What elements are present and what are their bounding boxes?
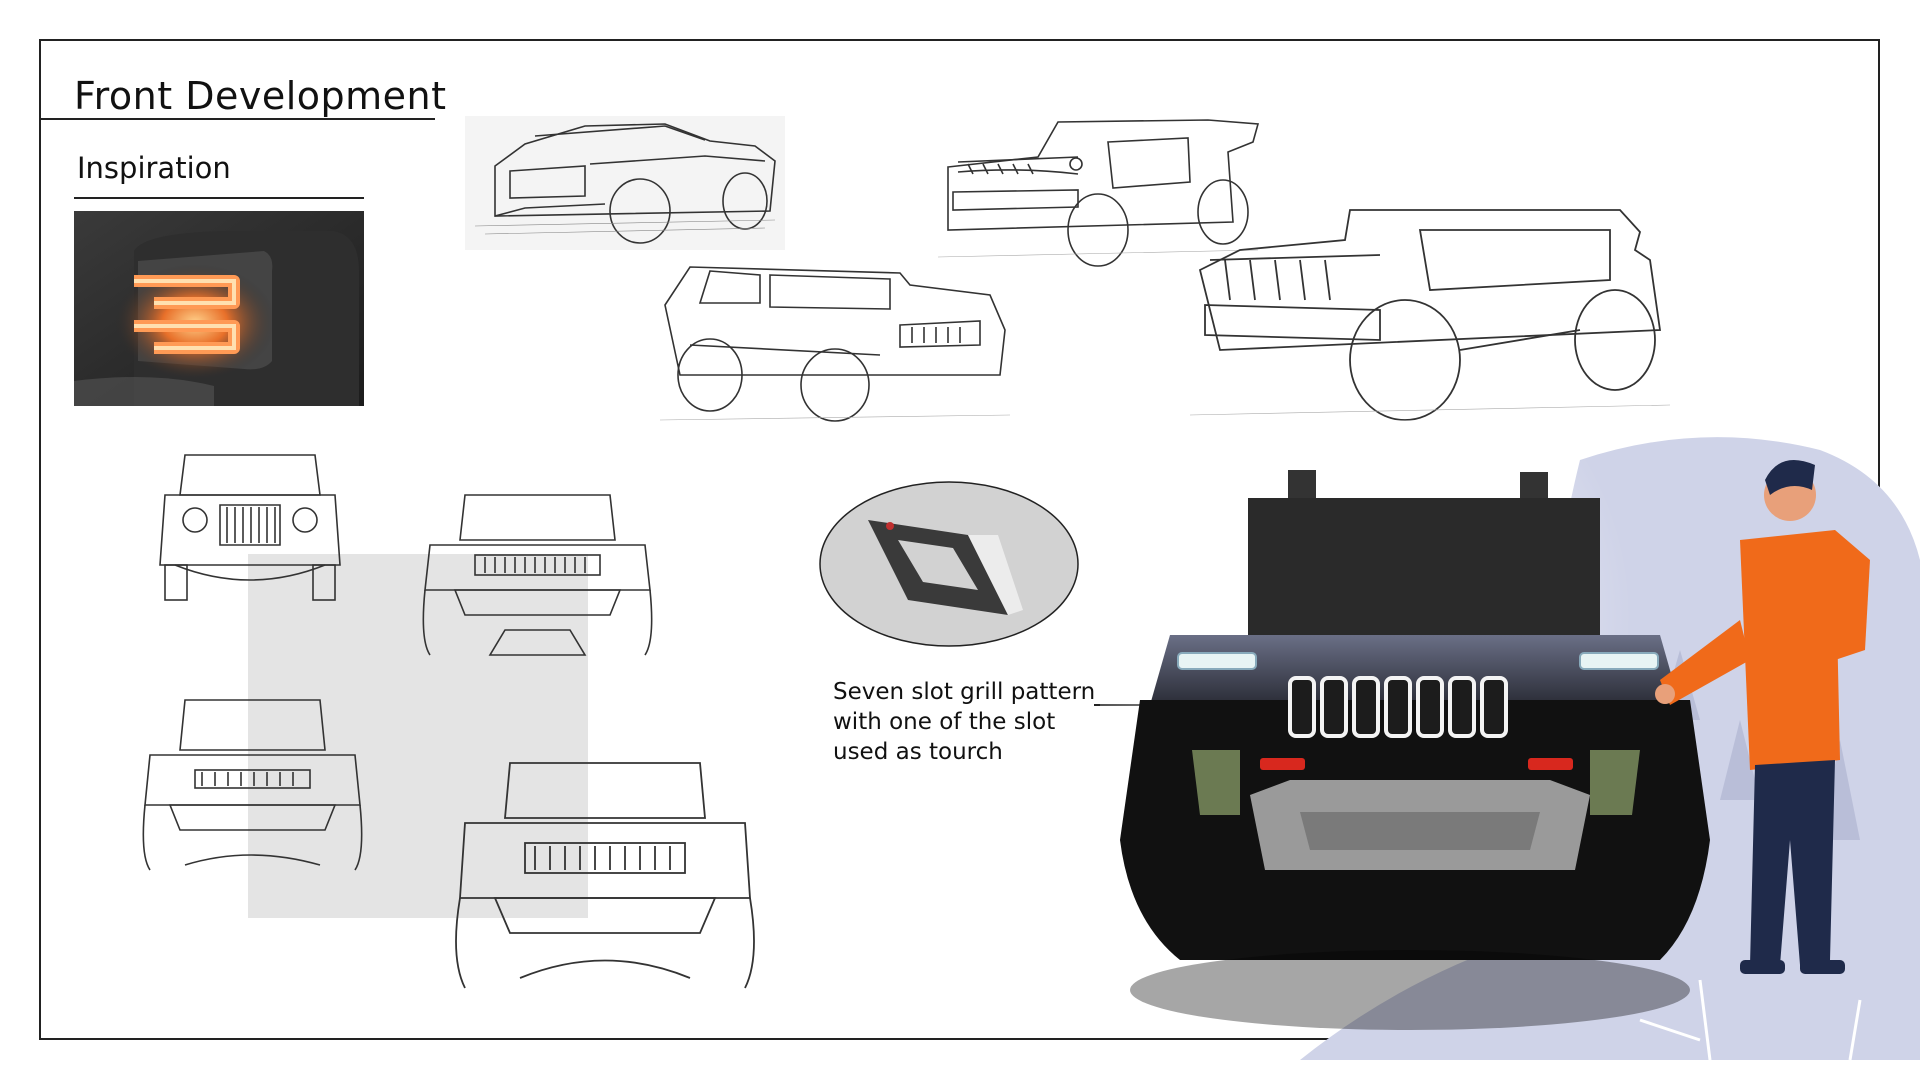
perspective-sketch-4 <box>1180 200 1680 432</box>
perspective-sketch-3 <box>650 255 1020 430</box>
torch-slot-detail <box>818 480 1080 648</box>
inspiration-image <box>74 211 364 406</box>
front-view-sketch-3 <box>140 695 365 875</box>
inspiration-heading: Inspiration <box>77 151 231 185</box>
front-view-sketch-4 <box>450 758 760 993</box>
front-view-sketch-2 <box>415 490 660 660</box>
inspiration-underline <box>74 197 364 199</box>
front-render-with-person <box>1100 420 1920 1061</box>
perspective-sketch-2 <box>928 112 1268 274</box>
front-view-sketch-1 <box>155 445 345 605</box>
page-title: Front Development <box>74 74 447 118</box>
grill-annotation: Seven slot grill pattern with one of the… <box>833 679 1096 765</box>
perspective-sketch-1 <box>465 116 785 250</box>
title-underline <box>39 118 435 120</box>
